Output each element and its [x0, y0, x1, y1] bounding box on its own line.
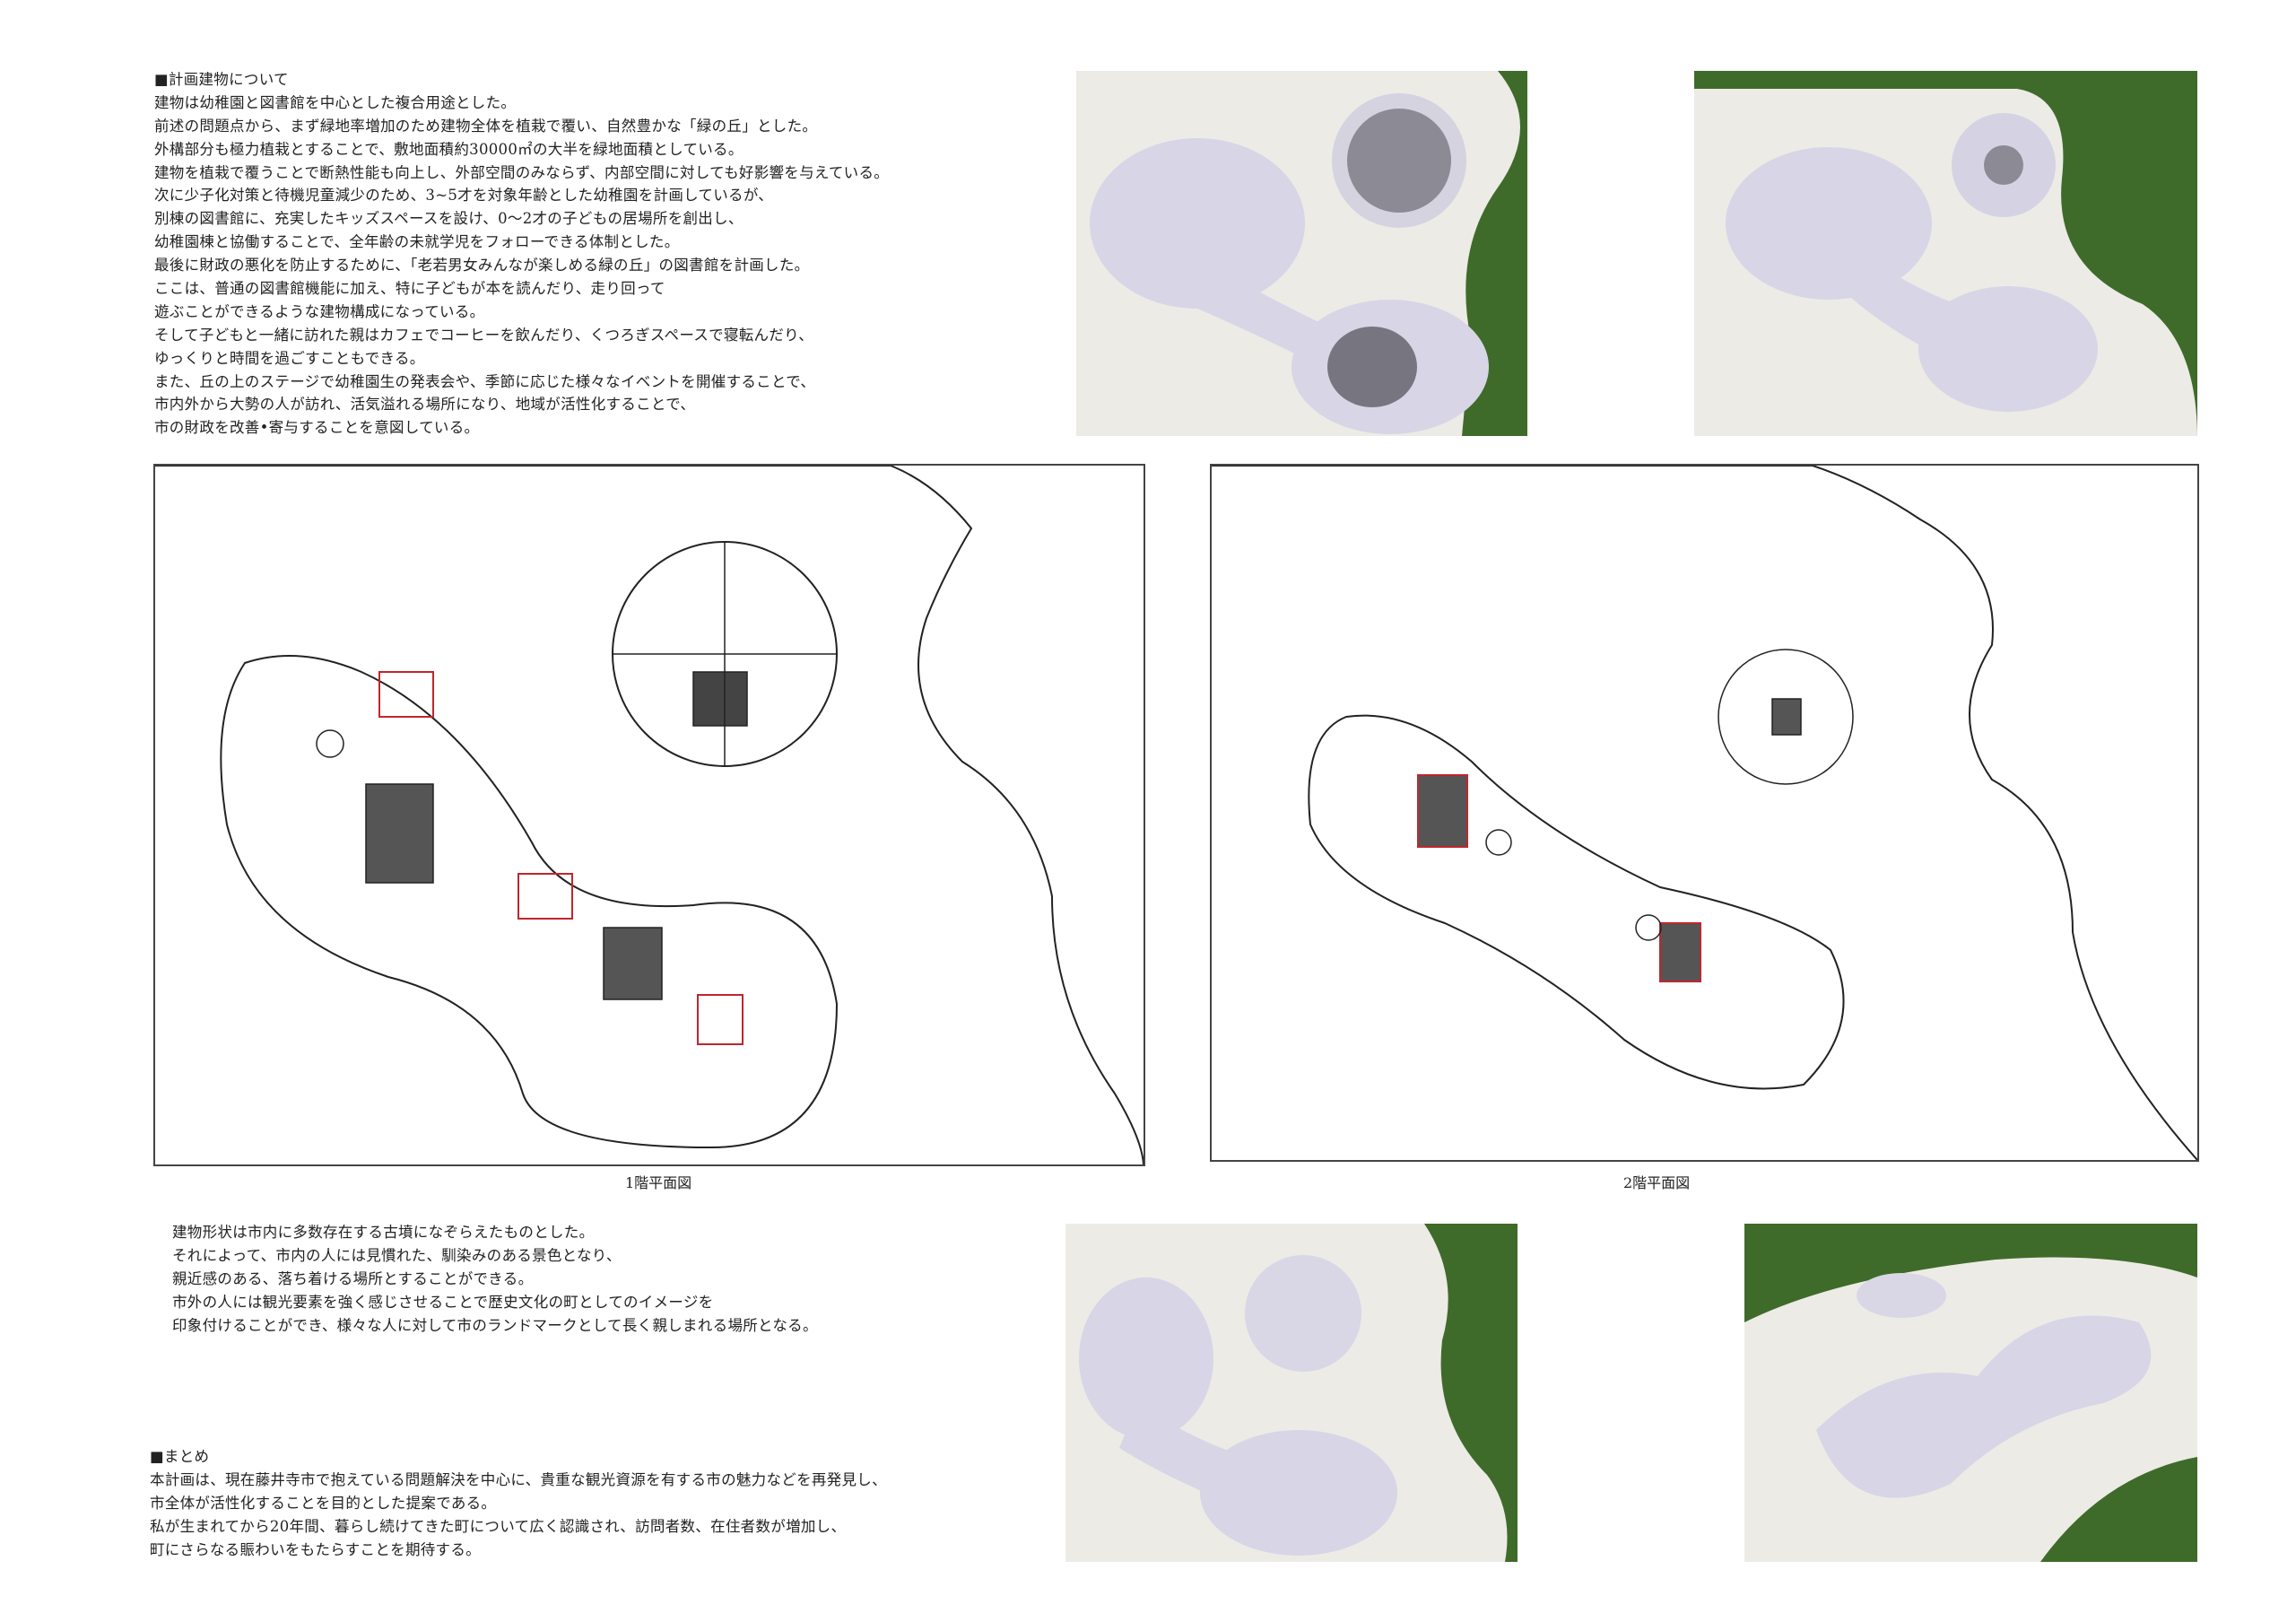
floor-plan-1 [153, 464, 1145, 1166]
form-line: それによって、市内の人には見慣れた、馴染みのある景色となり、 [172, 1246, 622, 1264]
model-photo-4 [1744, 1224, 2197, 1562]
intro-line: 外構部分も極力植栽とすることで、敷地面積約30000㎡の大半を緑地面積としている… [154, 140, 744, 158]
intro-heading: ■計画建物について [154, 71, 289, 88]
summary-text: ■まとめ 本計画は、現在藤井寺市で抱えている問題解決を中心に、貴重な観光資源を有… [150, 1445, 887, 1561]
summary-heading: ■まとめ [150, 1448, 210, 1465]
summary-line: 私が生まれてから20年間、暮らし続けてきた町について広く認識され、訪問者数、在住… [150, 1517, 847, 1535]
form-text: 建物形状は市内に多数存在する古墳になぞらえたものとした。 それによって、市内の人… [172, 1221, 818, 1337]
intro-line: 次に少子化対策と待機児童減少のため、3~5才を対象年齢とした幼稚園を計画している… [154, 187, 774, 205]
floor-plan-1-label: 1階平面図 [625, 1174, 692, 1191]
intro-line: 別棟の図書館に、充実したキッズスペースを設け、0～2才の子どもの居場所を創出し、 [154, 210, 744, 228]
summary-line: 本計画は、現在藤井寺市で抱えている問題解決を中心に、貴重な観光資源を有する市の魅… [150, 1470, 887, 1488]
intro-line: ゆっくりと時間を過ごすこともできる。 [154, 349, 425, 367]
intro-text: ■計画建物について 建物は幼稚園と図書館を中心とした複合用途とした。 前述の問題… [154, 68, 889, 440]
intro-line: 遊ぶことができるような建物構成になっている。 [154, 302, 485, 320]
form-line: 親近感のある、落ち着ける場所とすることができる。 [172, 1269, 534, 1287]
intro-line: また、丘の上のステージで幼稚園生の発表会や、季節に応じた様々なイベントを開催する… [154, 372, 816, 390]
floor-plan-2 [1210, 464, 2199, 1162]
intro-line: そして子どもと一緒に訪れた親はカフェでコーヒーを飲んだり、くつろぎスペースで寝転… [154, 326, 814, 344]
intro-line: 幼稚園棟と協働することで、全年齢の未就学児をフォローできる体制とした。 [154, 233, 680, 251]
summary-line: 市全体が活性化することを目的とした提案である。 [150, 1494, 497, 1512]
intro-line: 市の財政を改善•寄与することを意図している。 [154, 419, 480, 437]
model-photo-1 [1076, 71, 1527, 436]
intro-line: 市内外から大勢の人が訪れ、活気溢れる場所になり、地域が活性化することで、 [154, 396, 696, 414]
model-photo-2 [1694, 71, 2197, 436]
intro-line: 最後に財政の悪化を防止するために、「老若男女みんなが楽しめる緑の丘」の図書館を計… [154, 257, 810, 275]
form-line: 建物形状は市内に多数存在する古墳になぞらえたものとした。 [172, 1224, 595, 1241]
form-line: 市外の人には観光要素を強く感じさせることで歴史文化の町としてのイメージを [172, 1293, 714, 1311]
floor-plan-2-label: 2階平面図 [1623, 1174, 1691, 1191]
form-line: 印象付けることができ、様々な人に対して市のランドマークとして長く親しまれる場所と… [172, 1316, 818, 1334]
intro-line: ここは、普通の図書館機能に加え、特に子どもが本を読んだり、走り回って [154, 280, 665, 298]
intro-line: 建物は幼稚園と図書館を中心とした複合用途とした。 [154, 93, 517, 111]
summary-line: 町にさらなる賑わいをもたらすことを期待する。 [150, 1540, 481, 1558]
intro-line: 建物を植栽で覆うことで断熱性能も向上し、外部空間のみならず、内部空間に対しても好… [154, 163, 890, 181]
model-photo-3 [1065, 1224, 1518, 1562]
intro-line: 前述の問題点から、まず緑地率増加のため建物全体を植栽で覆い、自然豊かな「緑の丘」… [154, 117, 818, 135]
